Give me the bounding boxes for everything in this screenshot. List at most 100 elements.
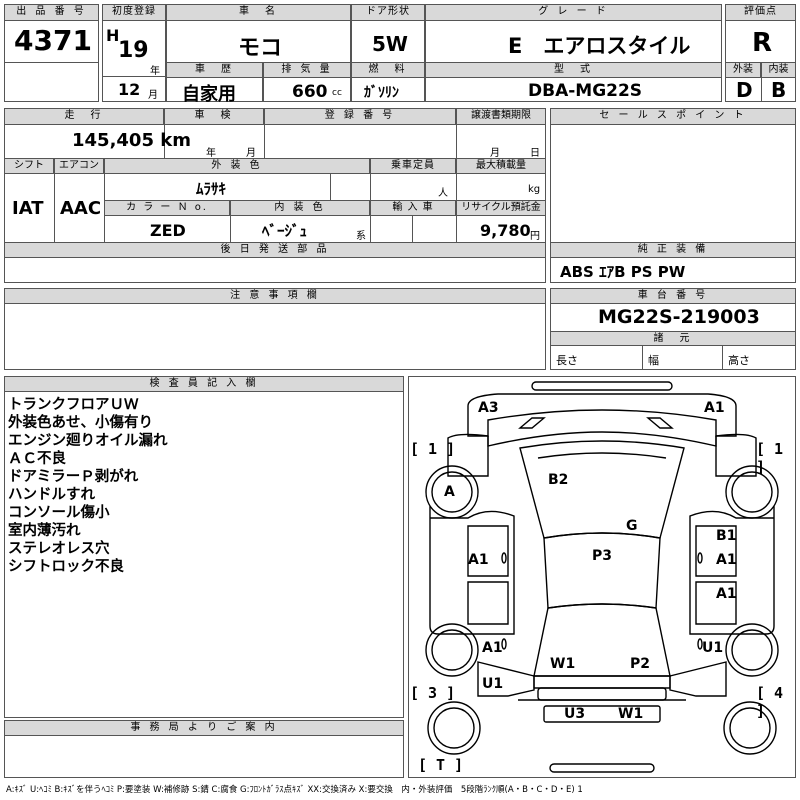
genuine-equipment-label: 純 正 装 備 (550, 242, 796, 258)
fuel: ｶﾞｿﾘﾝ (364, 85, 399, 101)
bracket-t: [ T ] (418, 756, 464, 774)
inspector-notes-panel (4, 376, 404, 718)
note-line: シフトロック不良 (8, 559, 124, 575)
door-label: ドア形状 (351, 4, 425, 21)
note-line: ステレオレス穴 (8, 541, 110, 557)
shift: IAT (12, 198, 44, 219)
displacement-unit: cc (332, 88, 342, 98)
height-label: 高さ (728, 354, 750, 367)
sales-point-label: セ ー ル ス ポ イ ン ト (550, 108, 796, 125)
aircon: AAC (60, 198, 102, 219)
exterior-label: 外装 (725, 62, 761, 78)
interior-grade: B (771, 78, 787, 102)
first-registration-label: 初度登録 (102, 4, 166, 21)
genuine-equipment: ABS ｴｱB PS PW (560, 263, 686, 281)
recycle-label: リサイクル預託金 (456, 200, 546, 216)
mileage-label: 走 行 (4, 108, 164, 125)
inspection-label: 車 検 (164, 108, 264, 125)
import-label: 輸 入 車 (370, 200, 456, 216)
reg-no-label: 登 録 番 号 (264, 108, 456, 125)
mileage: 145,405 km (72, 130, 191, 151)
grade-label: グ レ ー ド (425, 4, 722, 21)
inspection-year-unit: 年 (206, 148, 216, 159)
displacement: 660 (292, 82, 328, 102)
bracket-3: [ 3 ] (410, 684, 456, 702)
mark-a1-right-1: A1 (716, 552, 737, 568)
history-label: 車 歴 (166, 62, 263, 78)
int-color: ﾍﾞｰｼﾞｭ (262, 222, 308, 240)
mark-a1-left: A1 (468, 552, 489, 568)
year-unit: 年 (150, 66, 160, 77)
month-unit: 月 (148, 90, 158, 101)
note-line: ハンドルすれ (8, 487, 95, 503)
auction-number-label: 出 品 番 号 (4, 4, 99, 21)
bracket-4: [ 4 ] (756, 684, 784, 720)
era: H (106, 26, 120, 45)
note-line: トランクフロアＵＷ (8, 397, 139, 413)
mark-w1-bottom: W1 (618, 706, 644, 722)
int-color-suffix: 系 (356, 231, 366, 242)
model-code: DBA-MG22S (528, 81, 643, 101)
displacement-label: 排 気 量 (263, 62, 351, 78)
note-line: 外装色あせ、小傷有り (8, 415, 153, 431)
mark-a1-right-2: A1 (716, 586, 737, 602)
chassis-number: MG22S-219003 (598, 306, 760, 328)
model-code-label: 型 式 (425, 62, 722, 78)
first-reg-year: 19 (118, 38, 149, 63)
aircon-label: エアコン (54, 158, 104, 174)
legend: A:ｷｽﾞ U:ﾍｺﾐ B:ｷｽﾞを伴うﾍｺﾐ P:要塗装 W:補修跡 S:錆 … (6, 785, 583, 795)
exterior-grade: D (736, 78, 753, 102)
mark-b1: B1 (716, 528, 737, 544)
width-label: 幅 (648, 354, 659, 367)
transfer-doc-label: 譲渡書類期限 (456, 108, 546, 125)
transfer-month-unit: 月 (490, 148, 500, 159)
note-line: エンジン廻りオイル漏れ (8, 433, 168, 449)
bracket-1-right: [ 1 ] (756, 440, 784, 476)
car-diagram-panel (408, 376, 796, 778)
first-reg-month: 12 (118, 80, 141, 99)
recycle-fee: 9,780 (480, 221, 531, 240)
int-color-label: 内 装 色 (230, 200, 370, 216)
chassis-label: 車 台 番 号 (550, 288, 796, 304)
mark-a1-top: A1 (704, 400, 725, 416)
transfer-day-unit: 日 (530, 148, 540, 159)
ext-color-label: 外 装 色 (104, 158, 370, 174)
mark-a1-lower-left: A1 (482, 640, 503, 656)
mark-u1-right: U1 (702, 640, 724, 656)
score-label: 評価点 (725, 4, 796, 21)
office-notice-label: 事 務 局 よ り ご 案 内 (4, 720, 404, 736)
door-type: 5W (372, 32, 408, 56)
auction-number: 4371 (14, 24, 92, 57)
mark-p2: P2 (630, 656, 651, 672)
note-line: 室内薄汚れ (8, 523, 81, 539)
caution-label: 注 意 事 項 欄 (4, 288, 546, 304)
capacity-label: 乗車定員 (370, 158, 456, 174)
mark-g: G (626, 518, 638, 534)
mark-u3: U3 (564, 706, 586, 722)
later-parts-label: 後 日 発 送 部 品 (4, 242, 546, 258)
mark-u1-left: U1 (482, 676, 504, 692)
spec-label: 諸 元 (550, 331, 796, 346)
fuel-label: 燃 料 (351, 62, 425, 78)
car-name-label: 車 名 (166, 4, 351, 21)
max-load-label: 最大積載量 (456, 158, 546, 174)
interior-label: 内装 (761, 62, 796, 78)
history: 自家用 (182, 84, 236, 105)
mark-a-left: A (444, 484, 455, 500)
capacity-unit: 人 (438, 188, 448, 199)
note-line: コンソール傷小 (8, 505, 110, 521)
mark-a3: A3 (478, 400, 499, 416)
inspector-notes-label: 検 査 員 記 入 欄 (4, 376, 404, 392)
length-label: 長さ (556, 354, 578, 367)
mark-p3: P3 (592, 548, 613, 564)
shift-label: シフト (4, 158, 54, 174)
bracket-1-left: [ 1 ] (410, 440, 456, 458)
mark-w1-middle: W1 (550, 656, 576, 672)
color-no-label: カ ラ ー Ｎ o. (104, 200, 230, 216)
mark-b2: B2 (548, 472, 569, 488)
grade: E エアロスタイル (508, 34, 691, 58)
car-name: モコ (238, 36, 283, 61)
note-line: ＡＣ不良 (8, 451, 66, 467)
note-line: ドアミラーＰ剥がれ (8, 469, 139, 485)
car-damage-diagram (425, 381, 779, 773)
